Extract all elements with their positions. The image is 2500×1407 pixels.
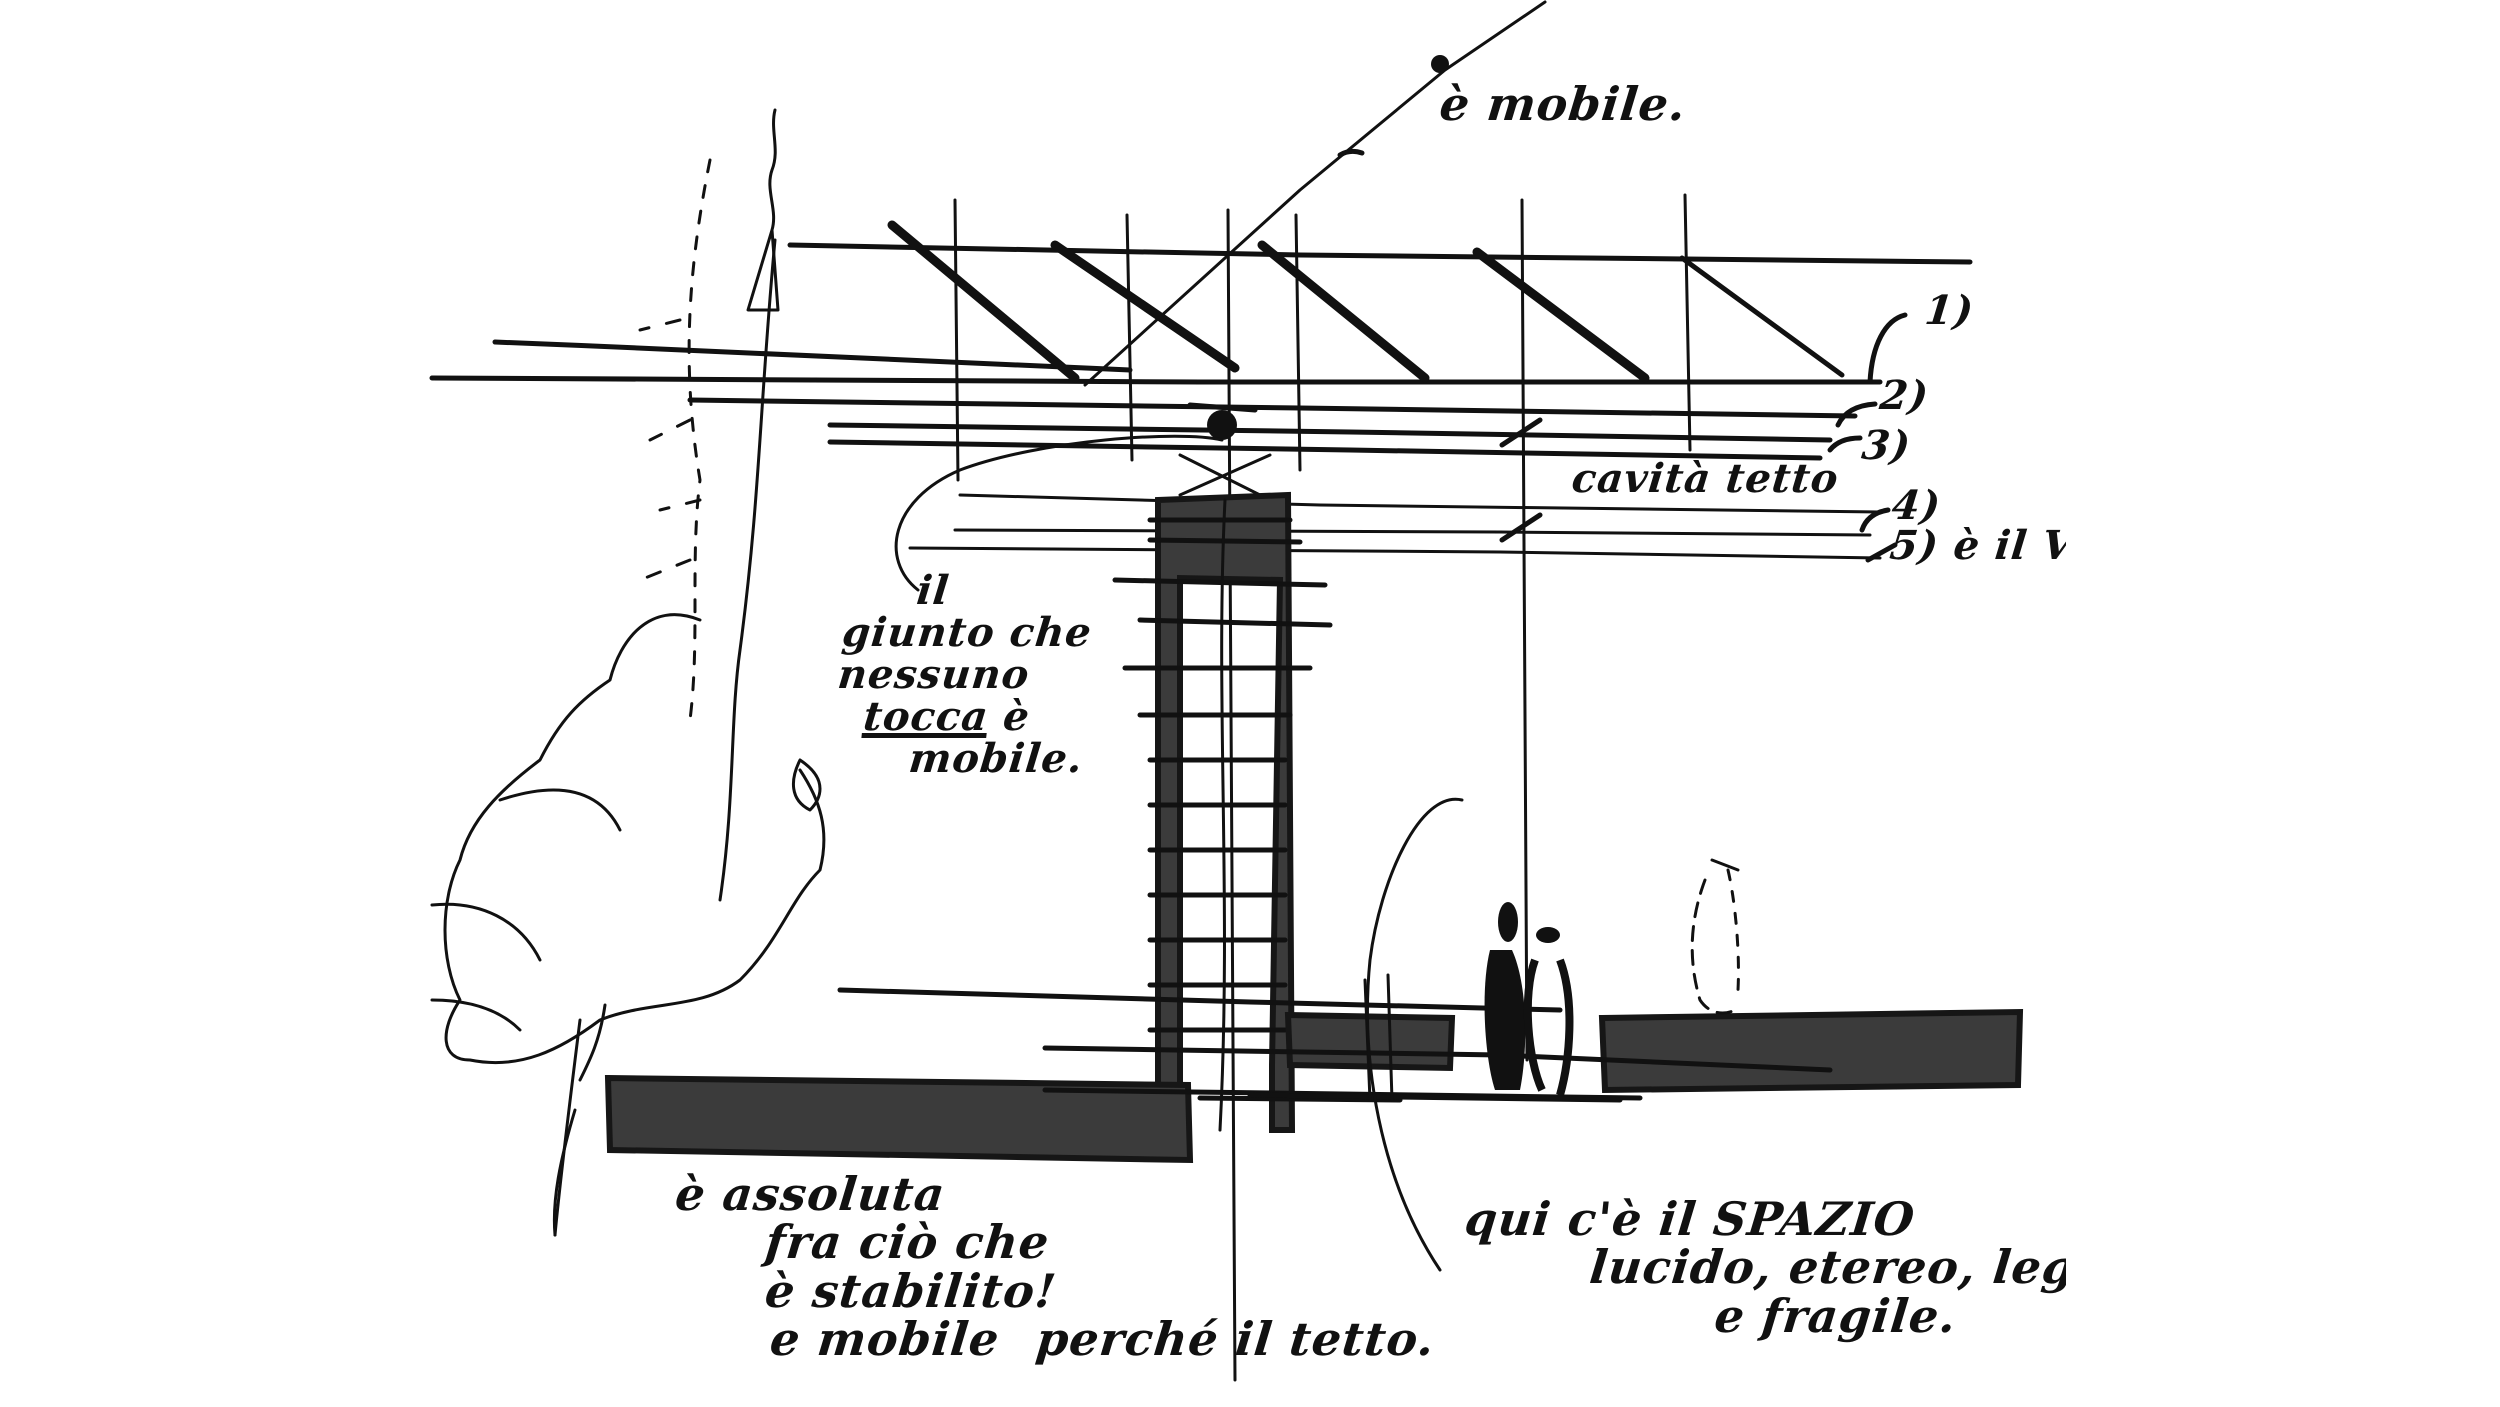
plant-sketch: [1690, 858, 1740, 1015]
joint-note-underlined: tocca: [861, 693, 991, 740]
bottom-left-note: è assoluta fra ciò che è stabilito! e mo…: [658, 1167, 1453, 1366]
bottom-left-line-3: è stabilito!: [762, 1263, 1060, 1318]
bottom-left-line-4b: perché il tetto.: [1033, 1311, 1438, 1366]
joint-note-line-3: nessuno: [835, 651, 1032, 698]
right-crop-mask: [2066, 0, 2500, 1407]
column: [1112, 491, 1333, 1149]
ground-slabs: [604, 973, 2024, 1164]
human-figures: [1484, 902, 1574, 1097]
louver-5: [1679, 255, 1845, 378]
layer-label-1: 1): [1922, 287, 1977, 334]
louver-2: [1050, 240, 1240, 373]
cavity-note: cavità tetto: [1569, 455, 1842, 502]
joint-note: il giunto che nessuno tocca è mobile.: [827, 567, 1103, 782]
roof-structure: [429, 193, 1973, 1382]
louver-3: [1257, 240, 1430, 383]
bottom-left-line-1: è assoluta: [672, 1167, 949, 1221]
bottom-left-line-4a: e mobile: [767, 1311, 1003, 1366]
joint-leader-line: [894, 434, 1224, 592]
joint-note-line-1: il: [914, 567, 952, 614]
bottom-left-line-4: e mobile perché il tetto.: [658, 1311, 1438, 1366]
joint-note-line-4: tocca è: [831, 693, 1089, 740]
joint-note-line-5: mobile.: [906, 735, 1086, 782]
slab-leader-line: [552, 1108, 577, 1237]
space-leader-line: [1366, 797, 1464, 1272]
layer-label-4: 4): [1889, 482, 1944, 529]
louver-4: [1472, 247, 1650, 383]
top-note: è mobile.: [1437, 77, 1689, 131]
layer-label-3: 3): [1859, 422, 1914, 469]
layer-label-hooks: [1827, 312, 1908, 563]
bottom-left-line-2: fra ciò che: [762, 1215, 1053, 1270]
tree-sketch: [430, 108, 826, 1237]
joint-note-line-4-rest: è: [985, 693, 1033, 740]
layer-label-2: 2): [1877, 372, 1932, 419]
joint-note-line-2: giunto che: [839, 609, 1095, 656]
louver-1: [887, 220, 1080, 383]
pointer-line-top: [1083, 0, 1547, 387]
